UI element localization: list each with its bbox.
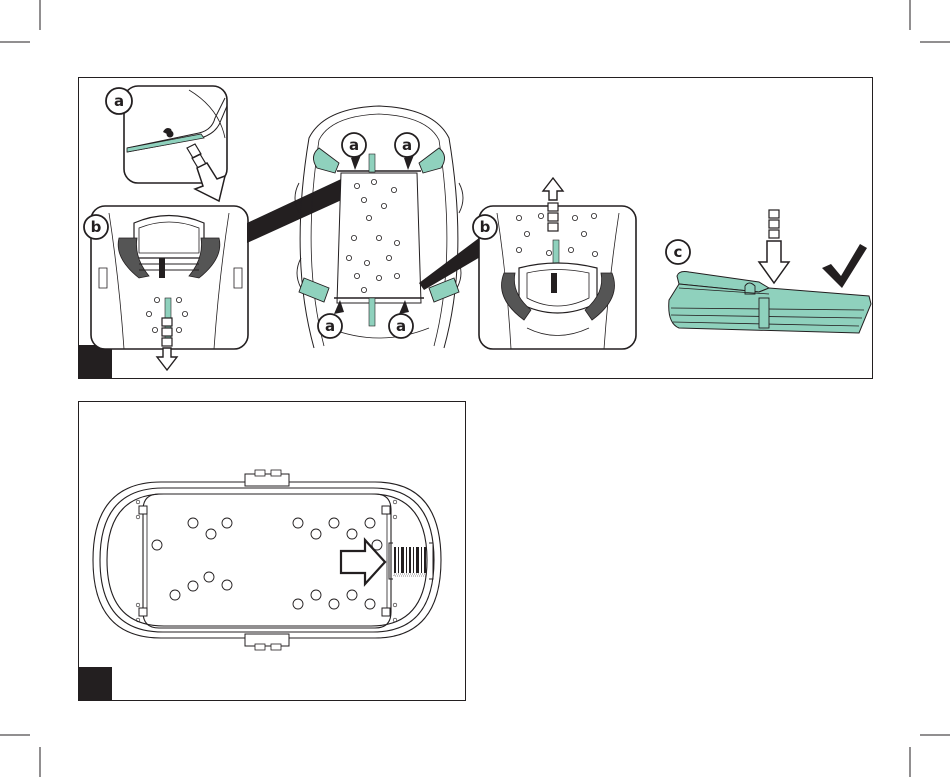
check-icon xyxy=(822,244,867,288)
center-seat-view xyxy=(295,106,463,348)
top-illustration: a xyxy=(79,78,874,380)
bottom-illustration xyxy=(79,402,467,702)
arrow-down-icon xyxy=(759,210,789,283)
top-panel: a xyxy=(78,77,873,379)
center-a-bubble-bottom-left: a xyxy=(318,300,344,338)
svg-text:a: a xyxy=(396,317,406,335)
svg-text:c: c xyxy=(674,243,683,261)
center-a-bubble-top-left: a xyxy=(342,133,366,170)
svg-text:a: a xyxy=(325,317,335,335)
svg-text:a: a xyxy=(349,136,359,154)
svg-text:b: b xyxy=(91,218,102,236)
svg-text:a: a xyxy=(402,136,412,154)
center-a-bubble-top-right: a xyxy=(395,133,419,170)
detail-b-right-bubble: b xyxy=(473,215,497,239)
detail-a-bubble: a xyxy=(106,88,132,114)
center-a-bubble-bottom-right: a xyxy=(389,300,413,338)
detail-b-left-bubble: b xyxy=(84,215,108,239)
bottom-panel xyxy=(78,401,466,701)
detail-c-bubble: c xyxy=(666,240,690,264)
detail-a-inset xyxy=(124,86,227,183)
svg-text:b: b xyxy=(480,218,491,236)
svg-text:a: a xyxy=(114,92,124,110)
